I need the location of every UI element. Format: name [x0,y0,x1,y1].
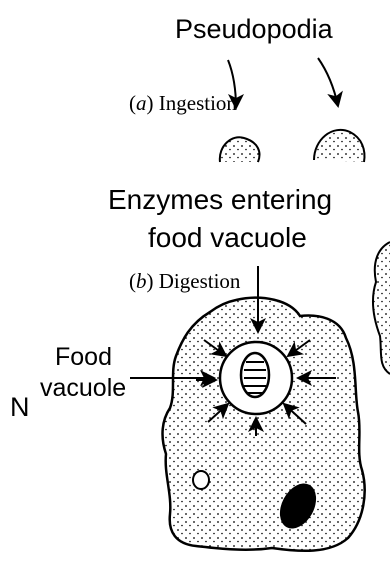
pseudopod-left [220,137,260,162]
amoeba-body [163,298,365,551]
ingestion-text: Ingestion [159,91,237,115]
ingestion-letter: a [136,91,147,115]
pseudopod-right [314,130,364,162]
enzymes-label-line1: Enzymes entering [106,186,334,214]
pseudopodia-label: Pseudopodia [175,16,333,43]
enzymes-label-line2: food vacuole [146,224,309,252]
food-vacuole [220,342,292,414]
digestion-text: Digestion [159,269,241,293]
digestion-letter: b [136,269,147,293]
nucleus-letter-label: N [10,394,30,421]
ingestion-caption: (a) Ingestion [129,93,237,114]
right-edge-amoeba [373,242,390,374]
pseudopodia-arrows [228,58,338,108]
digestion-caption: (b) Digestion [129,271,240,292]
food-vacuole-label-line2: vacuole [38,376,128,401]
food-vacuole-label-line1: Food [55,345,112,370]
pseudopodia-right-arrow [318,58,338,106]
small-vacuole [193,471,209,489]
pseudopod-bumps [220,130,365,162]
food-particle [241,353,269,397]
